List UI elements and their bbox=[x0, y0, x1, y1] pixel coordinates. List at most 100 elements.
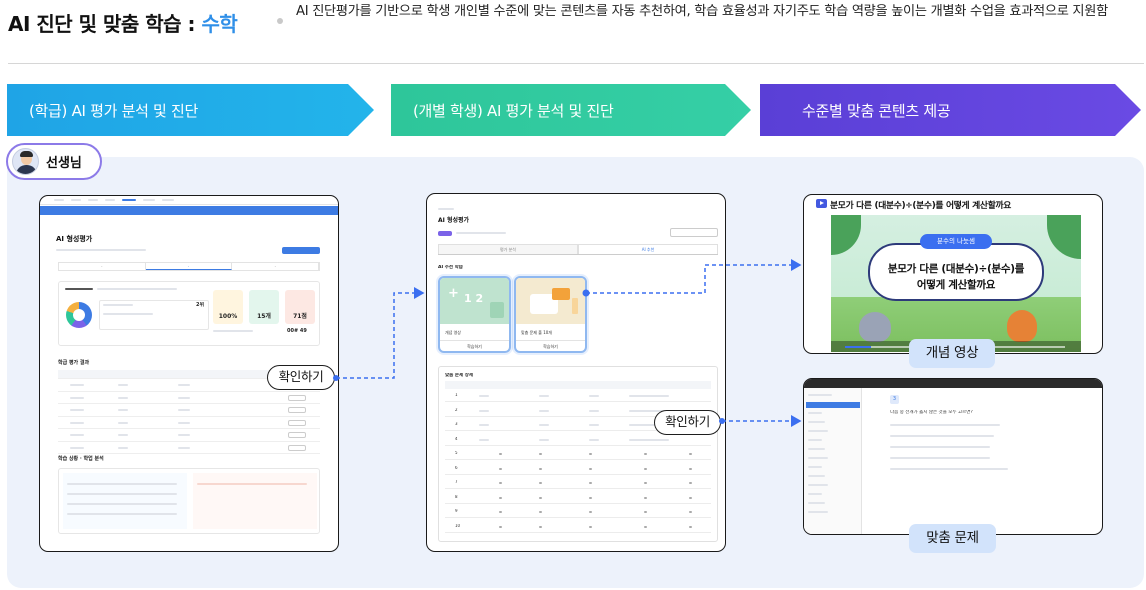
step-1-label: (학급) AI 평가 분석 및 진단 bbox=[29, 101, 199, 120]
custom-problems-label: 맞춤 문제 bbox=[909, 524, 996, 553]
student-report-screenshot: AI 형성평가 평가 분석 AI 추천 AI 추천 학습 + 1 2 개념 영상… bbox=[426, 193, 726, 552]
confirm-callout-student[interactable]: 확인하기 bbox=[654, 410, 721, 435]
problem-sidebar bbox=[804, 388, 862, 534]
video-header: 분모가 다른 (대분수)÷(분수)를 어떻게 계산할까요 bbox=[804, 195, 1102, 213]
problem-row-number: 8 bbox=[455, 494, 458, 499]
table-row[interactable] bbox=[58, 442, 320, 454]
teacher-avatar-icon bbox=[12, 148, 39, 175]
more-results-button[interactable] bbox=[670, 228, 718, 237]
problem-row-number: 7 bbox=[455, 480, 458, 484]
table-row[interactable] bbox=[58, 429, 320, 442]
reco-card-concept-video[interactable]: + 1 2 개념 영상 학습하기 bbox=[438, 276, 511, 353]
viewer-top-bar bbox=[804, 379, 1102, 388]
list-item[interactable] bbox=[808, 430, 828, 432]
problem-row-number: 9 bbox=[455, 509, 458, 513]
achievement-donut-chart bbox=[66, 302, 92, 328]
tab-inactive[interactable]: · bbox=[59, 263, 146, 270]
step-student-analysis: (개별 학생) AI 평가 분석 및 진단 bbox=[391, 84, 751, 136]
problem-row-number: 6 bbox=[455, 465, 458, 470]
tab-inactive[interactable]: · bbox=[232, 263, 320, 270]
teacher-label: 선생님 bbox=[46, 156, 82, 171]
table-row[interactable] bbox=[445, 415, 711, 417]
list-item[interactable] bbox=[808, 502, 825, 504]
tab-active[interactable]: · bbox=[145, 263, 233, 270]
problem-row-number: 2 bbox=[455, 407, 458, 412]
student-report-tabs: 평가 분석 AI 추천 bbox=[438, 244, 718, 255]
title-separator-dot bbox=[277, 18, 283, 24]
learning-analysis-card bbox=[58, 468, 320, 534]
problem-row-number: 1 bbox=[455, 393, 458, 397]
table-row[interactable] bbox=[58, 404, 320, 417]
problem-detail-heading: 맞춤 문제 상세 bbox=[445, 373, 473, 378]
step-3-label: 수준별 맞춤 콘텐츠 제공 bbox=[802, 101, 951, 120]
concept-video-label: 개념 영상 bbox=[909, 339, 995, 368]
custom-problem-detail: 맞춤 문제 상세 1 2 3 4 5 6 7 8 9 10 bbox=[438, 366, 718, 542]
table-row[interactable] bbox=[445, 531, 711, 533]
question-text: 다음 중 전개가 옳지 않은 것을 모두 고르면? bbox=[890, 410, 973, 415]
table-row[interactable] bbox=[58, 417, 320, 429]
list-item[interactable] bbox=[808, 484, 828, 486]
list-item[interactable] bbox=[808, 448, 825, 450]
table-row[interactable] bbox=[445, 473, 711, 475]
list-item[interactable] bbox=[808, 412, 822, 414]
table-row[interactable] bbox=[445, 430, 711, 431]
class-report-title: AI 형성평가 bbox=[56, 235, 93, 243]
title-main: AI 진단 및 맞춤 학습 : bbox=[8, 12, 202, 36]
page-title: AI 진단 및 맞춤 학습 : 수학 bbox=[8, 8, 238, 37]
problem-row-number: 4 bbox=[455, 436, 458, 441]
step-class-analysis: (학급) AI 평가 분석 및 진단 bbox=[7, 84, 374, 136]
study-button[interactable]: 학습하기 bbox=[516, 340, 585, 351]
table-row[interactable] bbox=[445, 459, 711, 460]
step-2-label: (개별 학생) AI 평가 분석 및 진단 bbox=[413, 101, 614, 120]
table-row[interactable] bbox=[445, 401, 711, 402]
list-item[interactable] bbox=[808, 439, 822, 441]
video-title: 분모가 다른 (대분수)÷(분수)를 어떻게 계산할까요 bbox=[830, 200, 1012, 211]
table-row[interactable] bbox=[445, 517, 711, 518]
table-row[interactable] bbox=[445, 444, 711, 446]
play-icon bbox=[816, 199, 827, 208]
list-item[interactable] bbox=[808, 475, 825, 477]
table-row[interactable] bbox=[445, 488, 711, 489]
problem-row-number: 5 bbox=[455, 451, 458, 455]
metric-tile-items: 15개 bbox=[249, 290, 279, 324]
learning-analysis-heading: 학습 상황 · 학업 분석 bbox=[58, 456, 104, 462]
class-report-tabs: · · · bbox=[58, 262, 320, 271]
problem-list-selected[interactable] bbox=[806, 402, 860, 408]
list-item[interactable] bbox=[808, 457, 828, 459]
quiz-illustration bbox=[516, 278, 585, 324]
problem-row-number: 3 bbox=[455, 422, 458, 426]
list-item[interactable] bbox=[808, 466, 822, 468]
raccoon-character-icon bbox=[859, 312, 891, 342]
list-item[interactable] bbox=[808, 421, 825, 423]
table-row[interactable] bbox=[58, 392, 320, 404]
study-button[interactable]: 학습하기 bbox=[440, 340, 509, 351]
metric-tile-average: 71점 bbox=[285, 290, 315, 324]
question-number: 3 bbox=[890, 395, 899, 404]
list-item[interactable] bbox=[808, 511, 828, 513]
reco-card-caption: 개념 영상 bbox=[445, 330, 461, 335]
class-results-heading: 학급 평가 결과 bbox=[58, 360, 90, 366]
table-row[interactable] bbox=[445, 502, 711, 504]
concept-video-screenshot: 분모가 다른 (대분수)÷(분수)를 어떻게 계산할까요 분모가 다른 (대분수… bbox=[803, 194, 1103, 354]
reco-card-caption: 맞춤 문제 풀 10개 bbox=[521, 330, 552, 335]
list-item[interactable] bbox=[808, 493, 822, 495]
student-report-title: AI 형성평가 bbox=[438, 217, 470, 224]
metric-tile-participation: 100% bbox=[213, 290, 243, 324]
lesson-chip: 분수의 나눗셈 bbox=[920, 234, 992, 249]
tab-ai-recommend[interactable]: AI 추천 bbox=[578, 244, 718, 254]
class-summary-card: 2위 100% 15개 71점 00# 49 bbox=[58, 281, 320, 346]
teacher-pill: 선생님 bbox=[6, 143, 102, 180]
confirm-callout-class[interactable]: 확인하기 bbox=[267, 365, 335, 390]
tab-analysis[interactable]: 평가 분석 bbox=[438, 244, 578, 254]
reco-card-custom-problems[interactable]: 맞춤 문제 풀 10개 학습하기 bbox=[514, 276, 587, 353]
download-report-button[interactable] bbox=[282, 247, 320, 254]
title-subject: 수학 bbox=[201, 12, 238, 36]
student-badge bbox=[438, 231, 452, 236]
math-symbols-illustration: + 1 2 bbox=[440, 278, 509, 324]
fox-character-icon bbox=[1007, 310, 1037, 342]
problem-row-number: 10 bbox=[455, 523, 461, 528]
header-divider bbox=[8, 63, 1144, 64]
